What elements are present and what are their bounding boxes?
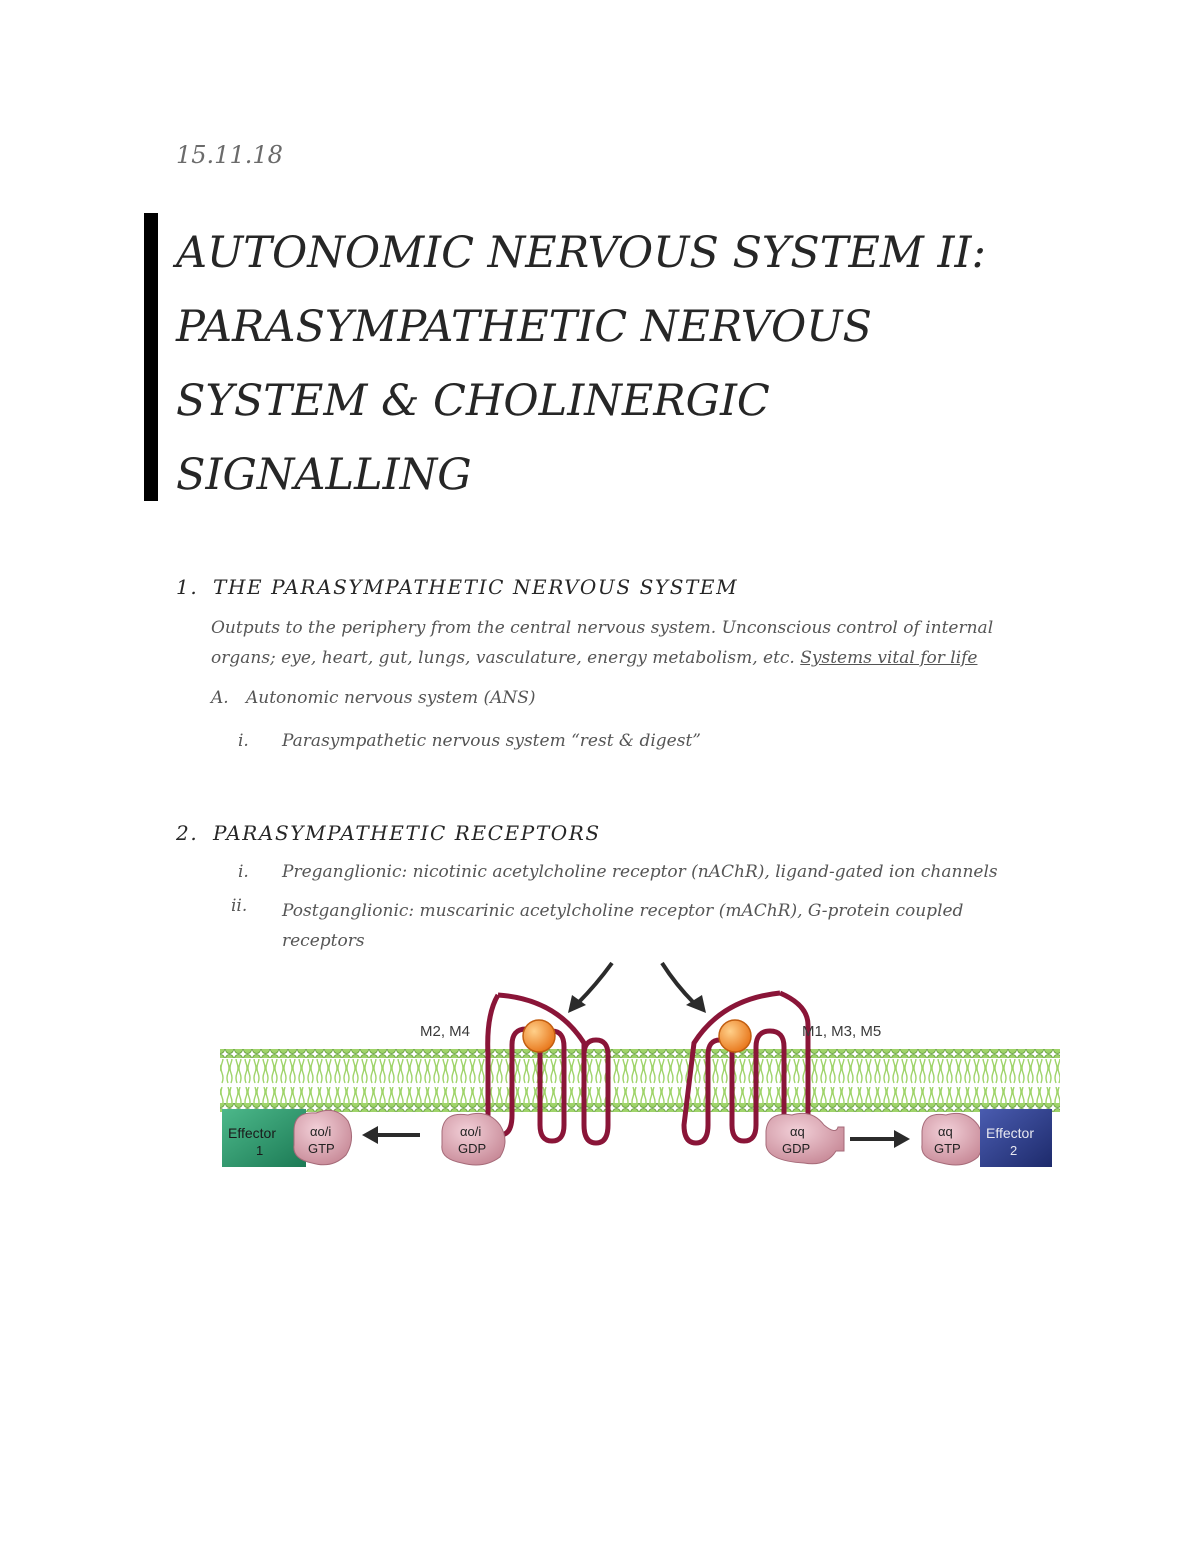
- title-line-2: PARASYMPATHETIC NERVOUS: [176, 302, 872, 352]
- subsection-i-text: Parasympathetic nervous system “rest & d…: [282, 731, 701, 751]
- receptor-item-1-text: Preganglionic: nicotinic acetylcholine r…: [282, 862, 998, 882]
- arrow-to-effector-1: [362, 1126, 420, 1144]
- receptor-item-2-line-2: receptors: [282, 931, 365, 951]
- muscarinic-receptor-figure: M2, M4 M1, M3, M5 Effector 1 αo/i GTP αo…: [220, 961, 1060, 1167]
- g-protein-alpha-oi-gdp: αo/i GDP: [441, 1112, 506, 1166]
- gdp-label-1: GDP: [458, 1141, 486, 1156]
- section-1-number: 1.: [176, 575, 199, 599]
- alpha-oi-label-1: αo/i: [310, 1124, 331, 1139]
- g-protein-alpha-q-gdp: αq GDP: [765, 1112, 845, 1165]
- arrow-to-effector-2: [850, 1130, 910, 1148]
- alpha-q-label-1: αq: [790, 1124, 805, 1139]
- title-line-3: SYSTEM & CHOLINERGIC: [176, 376, 770, 426]
- systems-vital-link[interactable]: Systems vital for life: [800, 648, 978, 668]
- section-2-heading: PARASYMPATHETIC RECEPTORS: [213, 821, 601, 845]
- title-line-1: AUTONOMIC NERVOUS SYSTEM II:: [176, 228, 986, 278]
- alpha-q-label-2: αq: [938, 1124, 953, 1139]
- section-1-paragraph-line-2: organs; eye, heart, gut, lungs, vasculat…: [211, 643, 1091, 673]
- section-1-paragraph-line-1: Outputs to the periphery from the centra…: [211, 618, 994, 638]
- section-1-paragraph: Outputs to the periphery from the centra…: [211, 613, 1091, 673]
- effector-2-label: Effector: [986, 1125, 1034, 1141]
- subsection-i-marker: i.: [238, 731, 249, 751]
- gtp-label-2: GTP: [934, 1141, 961, 1156]
- effector-1-number: 1: [256, 1143, 263, 1158]
- receptor-item-2-text: Postganglionic: muscarinic acetylcholine…: [282, 896, 963, 956]
- ligand-arrow-left: [568, 961, 614, 1013]
- subsection-a-text: Autonomic nervous system (ANS): [246, 688, 536, 708]
- acetylcholine-ligand-right: [718, 1019, 752, 1053]
- g-protein-alpha-q-gtp: αq GTP: [921, 1112, 984, 1166]
- title-line-4: SIGNALLING: [176, 450, 472, 500]
- effector-2-number: 2: [1010, 1143, 1017, 1158]
- gtp-label-1: GTP: [308, 1141, 335, 1156]
- effector-1-label: Effector: [228, 1125, 276, 1141]
- effector-2: Effector 2: [980, 1109, 1052, 1167]
- label-m2-m4: M2, M4: [420, 1023, 470, 1040]
- receptor-item-1-marker: i.: [238, 862, 249, 882]
- title-accent-bar: [144, 213, 158, 501]
- gdp-label-2: GDP: [782, 1141, 810, 1156]
- alpha-oi-label-2: αo/i: [460, 1124, 481, 1139]
- receptor-item-2-line-1: Postganglionic: muscarinic acetylcholine…: [282, 901, 964, 921]
- acetylcholine-ligand-left: [522, 1019, 556, 1053]
- ligand-arrow-right: [660, 961, 706, 1013]
- lipid-bilayer: [220, 1049, 1060, 1112]
- page-title: AUTONOMIC NERVOUS SYSTEM II: PARASYMPATH…: [176, 216, 1056, 512]
- effector-1: Effector 1: [222, 1109, 306, 1167]
- g-protein-alpha-oi-gtp: αo/i GTP: [293, 1109, 352, 1166]
- label-m1-m3-m5: M1, M3, M5: [802, 1023, 881, 1040]
- section-2-number: 2.: [176, 821, 199, 845]
- receptor-item-2-marker: ii.: [231, 896, 248, 916]
- subsection-a-marker: A.: [211, 688, 229, 708]
- document-date: 15.11.18: [176, 141, 283, 169]
- section-1-paragraph-text: organs; eye, heart, gut, lungs, vasculat…: [211, 648, 795, 668]
- section-1-heading: THE PARASYMPATHETIC NERVOUS SYSTEM: [213, 575, 739, 599]
